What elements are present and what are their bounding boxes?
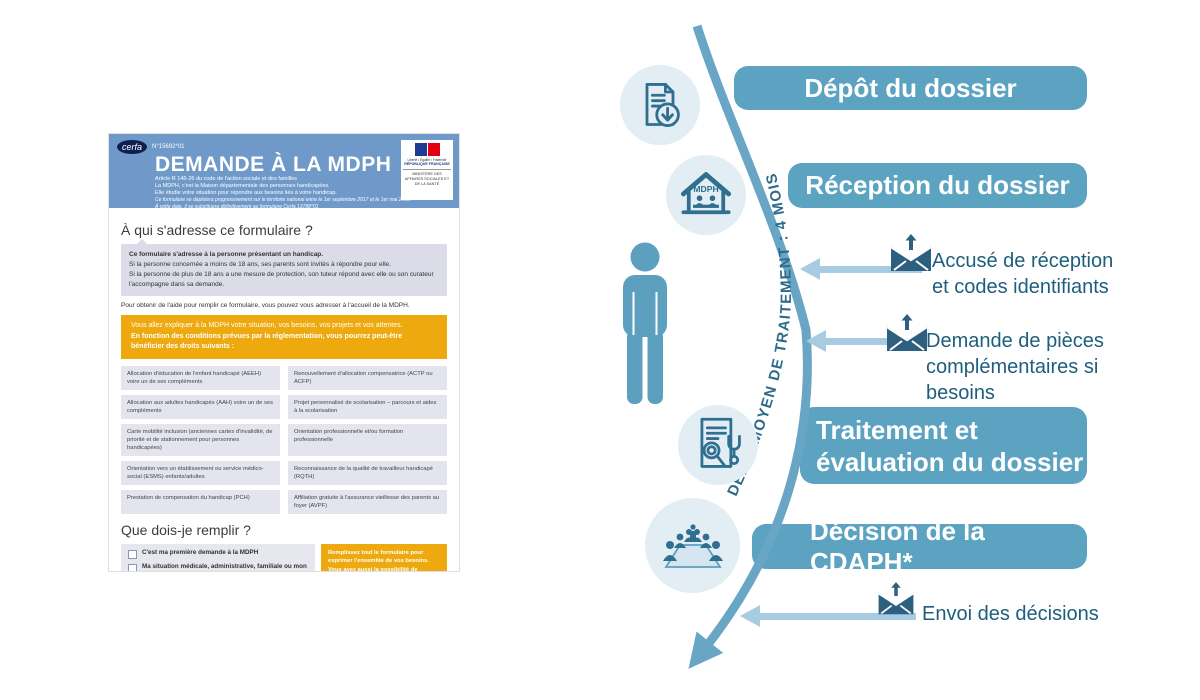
document-evaluation-icon — [700, 417, 741, 468]
mdph-sign-text: MDPH — [693, 184, 718, 194]
audience-info-line2: Si la personne de plus de 18 ans a une m… — [129, 271, 434, 288]
form-subtitle-substitute: À cette date, il se substituera définiti… — [155, 204, 319, 210]
form-number: N°15692*01 — [152, 144, 185, 150]
checkbox-situation-changed[interactable] — [128, 563, 137, 571]
republic-motto: Liberté • Égalité • Fraternité — [407, 158, 447, 162]
option-label: C'est ma première demande à la MDPH — [142, 548, 259, 556]
right-item: Prestation de compensation du handicap (… — [121, 489, 280, 514]
envelope-up-arrow-icon — [878, 582, 914, 615]
right-item: Projet personnalisé de scolarisation – p… — [288, 394, 447, 419]
audience-info-bold: Ce formulaire s'adresse à la personne pr… — [129, 251, 324, 258]
commission-step-icon — [645, 498, 740, 593]
step-banner-decision: Décision de la CDAPH* — [752, 516, 1087, 577]
envelope-up-arrow-icon — [890, 234, 932, 271]
mail-label-envoi: Envoi des décisions — [922, 603, 1099, 625]
form-subtitle-deploy: Ce formulaire se déploiera progressiveme… — [155, 197, 412, 203]
form-subtitle-situation: Elle étudie votre situation pour répondr… — [155, 190, 337, 196]
person-silhouette-icon — [623, 242, 667, 404]
ministry-logo: Liberté • Égalité • Fraternité RÉPUBLIQU… — [401, 140, 453, 200]
right-item: Renouvellement d'allocation compensatric… — [288, 365, 447, 390]
form-subtitle-mdph: La MDPH, c'est la Maison départementale … — [155, 183, 330, 189]
form-body: À qui s'adresse ce formulaire ? Ce formu… — [109, 208, 459, 571]
mdph-form-document: cerfa N°15692*01 DEMANDE À LA MDPH Artic… — [108, 133, 460, 572]
deposit-step-icon — [620, 65, 700, 145]
republic-name: RÉPUBLIQUE FRANÇAISE — [403, 162, 451, 170]
mail-label-pieces: Demande de pièces complémentaires si bes… — [926, 330, 1104, 404]
right-item: Allocation d'éducation de l'enfant handi… — [121, 365, 280, 390]
mail-label-accuse: Accusé de réception et codes identifiant… — [932, 250, 1114, 298]
envelope-up-arrow-icon — [886, 314, 928, 351]
rights-intro-line1: Vous allez expliquer à la MDPH votre sit… — [131, 322, 403, 329]
checkbox-first-request[interactable] — [128, 549, 137, 559]
section-heading-audience: À qui s'adresse ce formulaire ? — [121, 222, 313, 238]
rights-grid: Allocation d'éducation de l'enfant handi… — [121, 365, 447, 514]
option-label: Ma situation médicale, administrative, f… — [142, 562, 307, 570]
section-heading-fill: Que dois-je remplir ? — [121, 521, 251, 538]
form-subtitle-article: Article R 146-26 du code de l'action soc… — [155, 176, 297, 182]
fill-group-1: C'est ma première demande à la MDPH Ma s… — [121, 543, 447, 571]
right-item: Reconnaissance de la qualité de travaill… — [288, 460, 447, 485]
rights-intro-line2: En fonction des conditions prévues par l… — [131, 332, 403, 351]
cerfa-logo: cerfa — [117, 140, 147, 154]
audience-info-box: Ce formulaire s'adresse à la personne pr… — [121, 239, 447, 296]
step-banner-reception: Réception du dossier — [788, 163, 1087, 208]
review-step-icon — [678, 405, 758, 485]
mdph-house-icon: MDPH — [680, 172, 732, 215]
fill-note-1: Remplissez tout le formulaire pour expri… — [321, 543, 447, 571]
rights-intro-box: Vous allez expliquer à la MDPH votre sit… — [121, 315, 447, 359]
french-flag-icon — [403, 143, 451, 156]
step-banner-traitement: Traitement et évaluation du dossier — [800, 407, 1087, 484]
ministry-name: MINISTÈRE DES AFFAIRES SOCIALES ET DE LA… — [404, 172, 450, 186]
right-item: Carte mobilité inclusion (anciennes cart… — [121, 423, 280, 456]
document-download-icon — [645, 83, 680, 127]
right-item: Allocation aux adultes handicapés (AAH) … — [121, 394, 280, 419]
commission-people-icon — [662, 523, 723, 568]
form-header: cerfa N°15692*01 DEMANDE À LA MDPH Artic… — [109, 134, 459, 210]
form-title: DEMANDE À LA MDPH — [155, 153, 392, 176]
right-item: Affiliation gratuite à l'assurance vieil… — [288, 489, 447, 514]
right-item: Orientation vers un établissement ou ser… — [121, 460, 280, 485]
audience-info-line1: Si la personne concernée a moins de 18 a… — [129, 261, 391, 268]
help-line: Pour obtenir de l'aide pour remplir ce f… — [121, 302, 410, 309]
step-banner-depot: Dépôt du dossier — [734, 66, 1087, 110]
right-item: Orientation professionnelle et/ou format… — [288, 423, 447, 456]
mdph-step-icon: MDPH — [666, 155, 746, 235]
